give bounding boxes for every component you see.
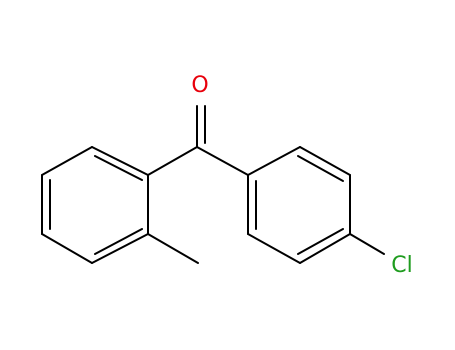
- left-benzene-ring: [41, 146, 149, 264]
- oxygen-label: O: [191, 73, 208, 98]
- bond-carbonyl-right-ring: [196, 146, 249, 176]
- bond-carbonyl-left-ring: [147, 146, 198, 176]
- chlorine-bond: [349, 233, 385, 255]
- methyl-bond: [147, 233, 199, 264]
- chlorine-label: Cl: [391, 253, 412, 278]
- right-benzene-ring: [247, 146, 351, 264]
